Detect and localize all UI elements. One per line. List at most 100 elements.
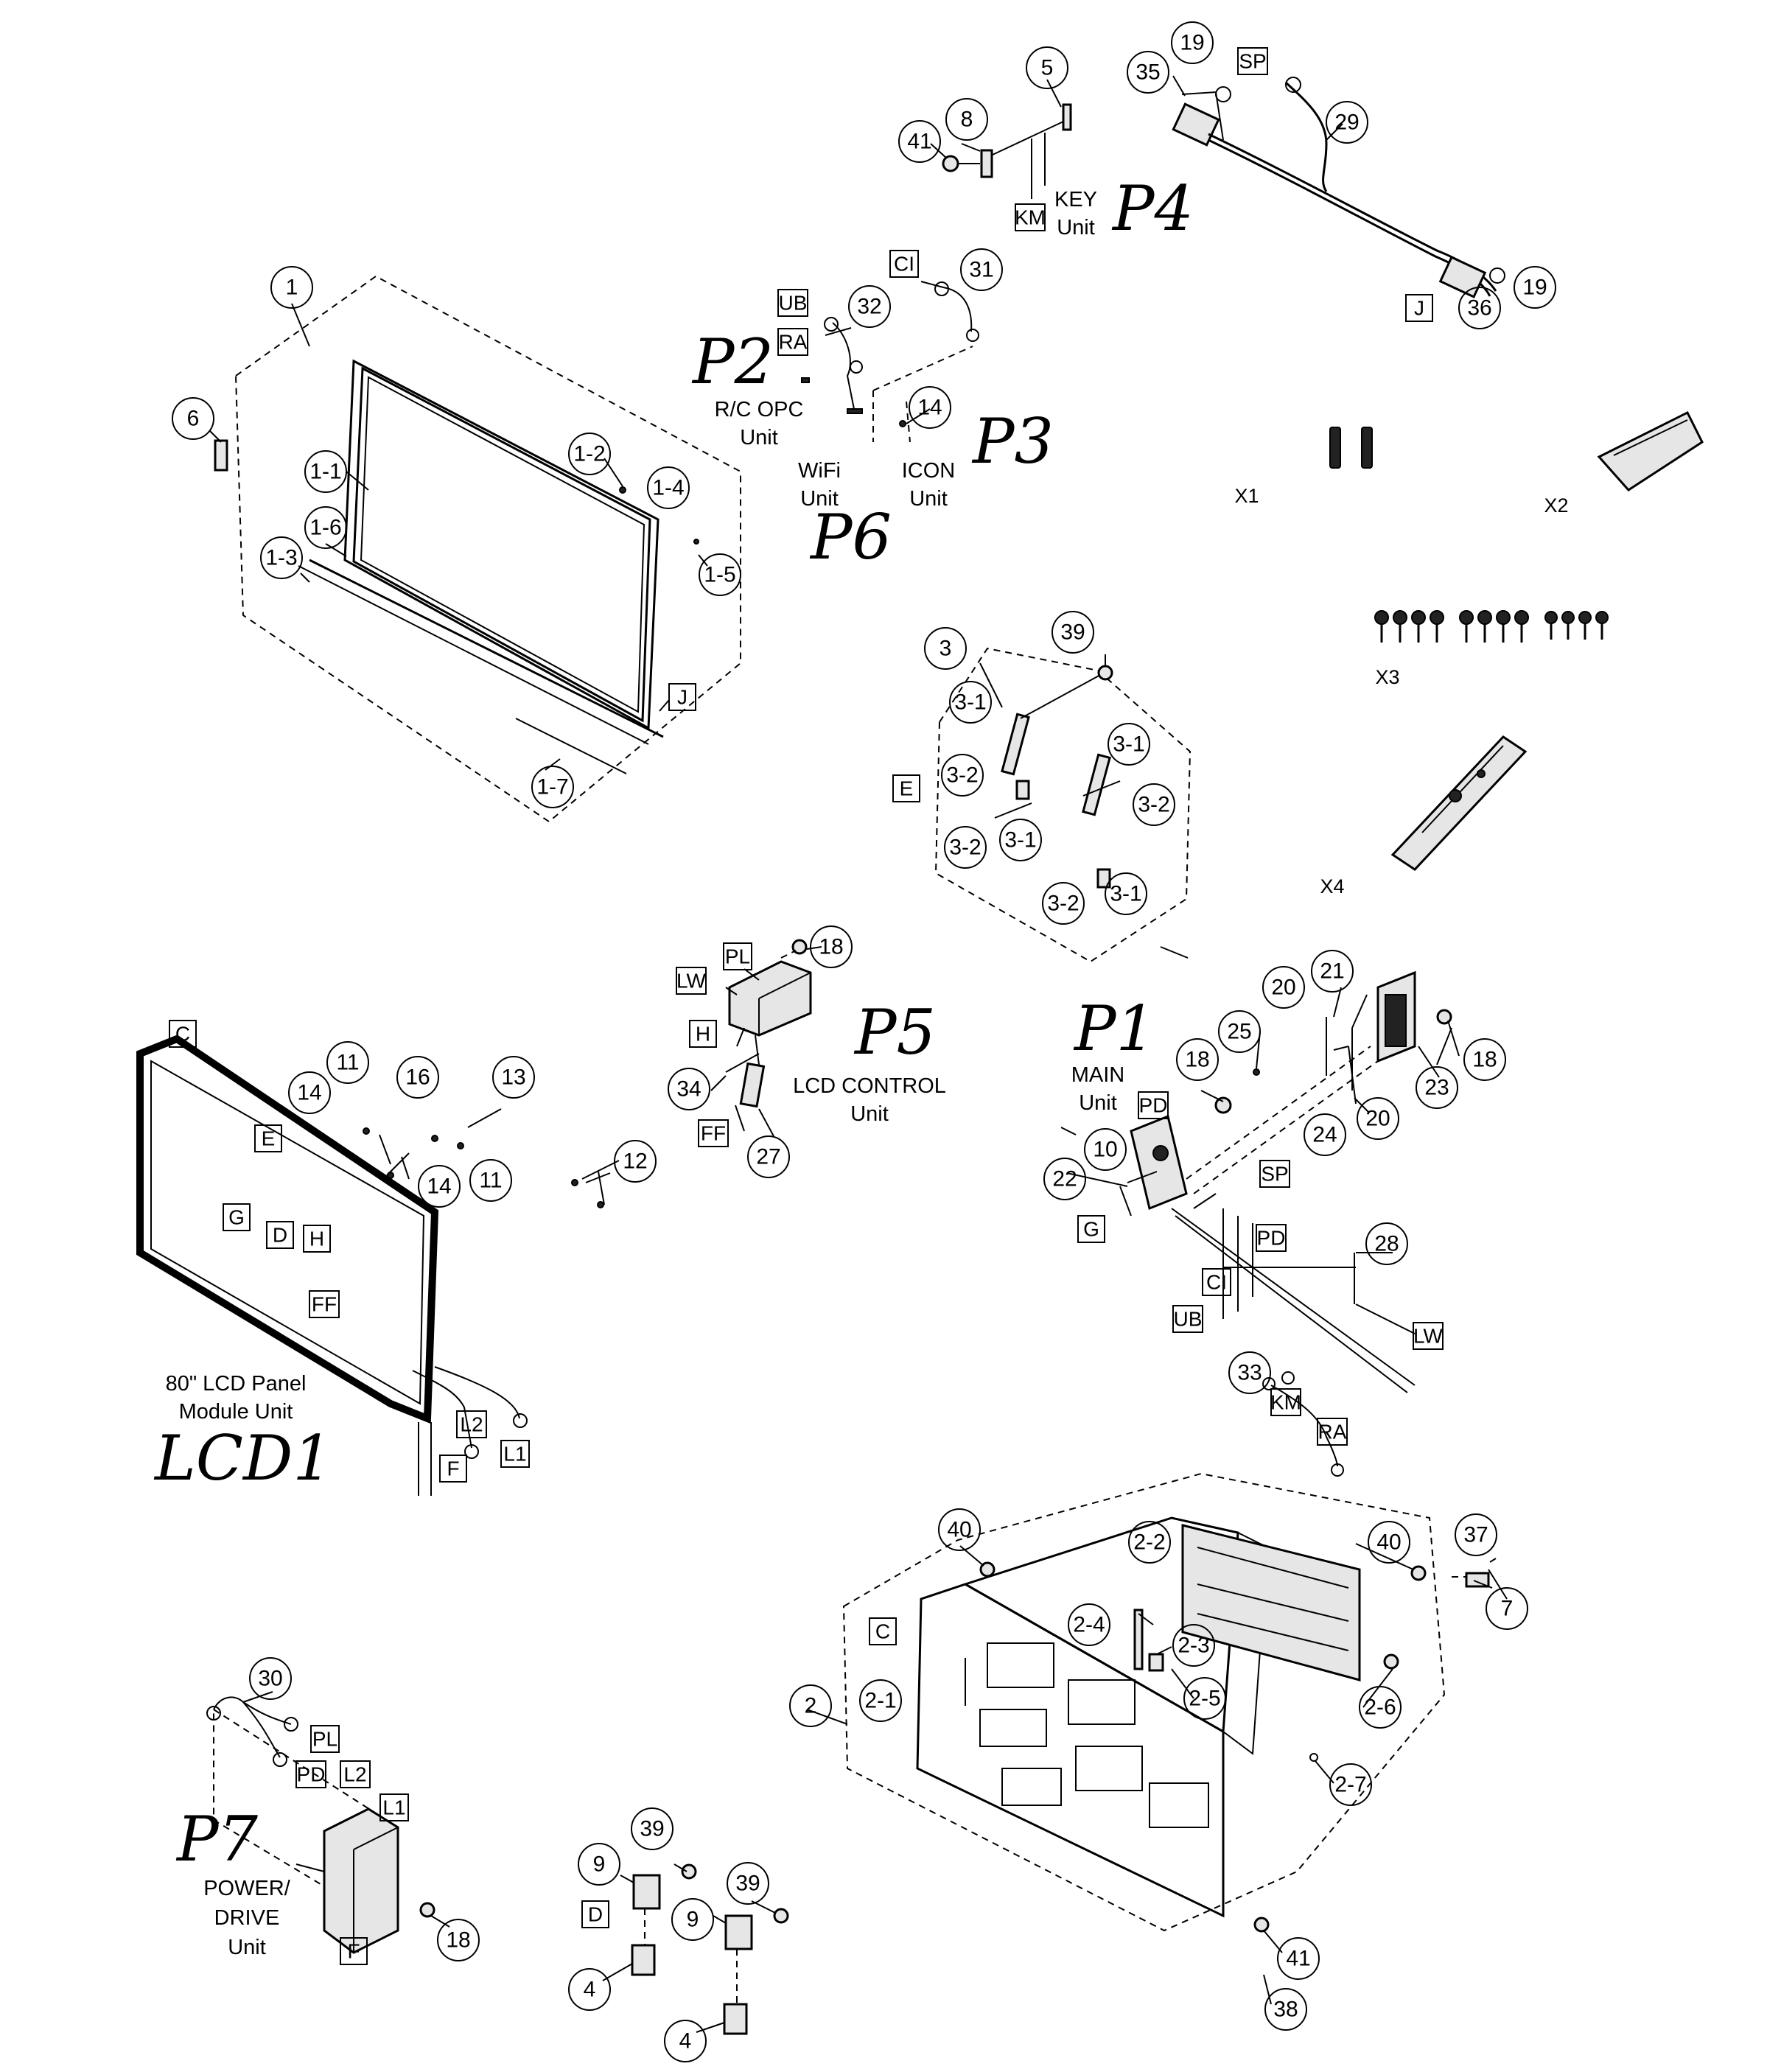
callout-label: 20	[1271, 976, 1295, 1000]
connector-g-panel: G	[223, 1203, 251, 1231]
callout-label: 14	[917, 396, 942, 420]
connector-ub-top: UB	[777, 289, 808, 317]
connector-d-foot: D	[581, 1900, 609, 1928]
callout-41-top: 41	[898, 120, 941, 163]
callout-41-bottom: 41	[1277, 1937, 1320, 1980]
callout-label: 33	[1237, 1361, 1262, 1385]
handwritten-p2: P2	[691, 326, 774, 398]
callout-14-top: 14	[909, 386, 951, 429]
callout-label: 25	[1227, 1020, 1251, 1044]
callout-1: 1	[270, 266, 313, 309]
callout-label: 40	[1376, 1530, 1401, 1555]
accessory-x1-part-a	[1329, 427, 1341, 469]
callout-14-a: 14	[288, 1071, 331, 1114]
icon-unit-label-2: Unit	[909, 487, 948, 511]
rc-opc-unit-label: R/C OPC	[715, 398, 804, 421]
callout-label: 30	[258, 1667, 282, 1691]
callout-label: 37	[1463, 1523, 1488, 1547]
callout-label: 40	[947, 1518, 971, 1542]
screw-41	[942, 155, 959, 172]
connector-h-panel: H	[303, 1225, 331, 1253]
callout-38: 38	[1264, 1988, 1307, 2031]
callout-8: 8	[945, 98, 988, 141]
main-unit-label-2: Unit	[1079, 1091, 1117, 1115]
callout-label: 39	[640, 1817, 664, 1841]
icon-unit-label: ICON	[902, 459, 956, 483]
callout-label: 11	[336, 1051, 359, 1075]
callout-label: 39	[1060, 620, 1085, 645]
callout-21: 21	[1311, 950, 1354, 993]
handwritten-p7: P7	[175, 1803, 259, 1875]
callout-label: 3-1	[954, 690, 986, 715]
callout-label: 2-5	[1189, 1687, 1220, 1711]
callout-label: 3	[940, 637, 952, 661]
callout-label: 4	[679, 2029, 692, 2054]
callout-18-power: 18	[437, 1919, 480, 1961]
callout-2-3: 2-3	[1172, 1624, 1215, 1667]
callout-10: 10	[1084, 1128, 1127, 1171]
connector-label: J	[677, 686, 687, 709]
callout-25: 25	[1218, 1010, 1261, 1053]
callout-3-2-d: 3-2	[1042, 882, 1085, 925]
accessories	[1329, 410, 1704, 871]
callout-3-1-c: 3-1	[999, 819, 1042, 861]
callout-1-5: 1-5	[699, 553, 741, 596]
connector-label: PL	[312, 1728, 337, 1751]
callout-3: 3	[924, 627, 967, 670]
part-6-bracket	[214, 439, 228, 472]
callout-40-b: 40	[1368, 1521, 1410, 1564]
callout-label: 2-1	[864, 1689, 896, 1713]
callout-35: 35	[1127, 51, 1169, 94]
connector-ff-p5: FF	[698, 1119, 729, 1147]
callout-label: 1	[286, 276, 298, 300]
connector-pl-power: PL	[310, 1725, 340, 1753]
connector-l1-panel: L1	[500, 1440, 530, 1468]
callout-9-b: 9	[671, 1898, 714, 1941]
connector-ub-main: UB	[1172, 1305, 1203, 1333]
callout-33: 33	[1228, 1351, 1271, 1394]
connector-labels: SP KM CI UB RA J J E LW PL H FF C E G D …	[169, 47, 1444, 1965]
connector-d-panel: D	[266, 1221, 294, 1249]
callout-16: 16	[396, 1056, 439, 1099]
connector-sp-top: SP	[1237, 47, 1268, 75]
stand-feet	[631, 1863, 789, 2035]
connector-label: KM	[1015, 206, 1046, 229]
callout-3-2-a: 3-2	[941, 754, 984, 797]
callout-label: 28	[1374, 1232, 1399, 1256]
callout-39-b: 39	[727, 1862, 769, 1905]
front-bezel-assembly	[214, 275, 741, 823]
accessory-x2-label: X2	[1544, 494, 1568, 517]
connector-e-bracket: E	[892, 774, 920, 802]
connector-label: D	[273, 1224, 287, 1247]
callout-3-1-a: 3-1	[949, 681, 992, 724]
connector-label: SP	[1261, 1163, 1288, 1186]
callout-label: 22	[1052, 1167, 1077, 1191]
connector-ra-top: RA	[777, 328, 808, 356]
connector-label: KM	[1270, 1391, 1301, 1414]
callout-label: 34	[676, 1077, 701, 1102]
callout-label: 16	[405, 1065, 430, 1090]
callout-19-top: 19	[1171, 21, 1214, 64]
lcd-control-unit	[725, 939, 812, 1132]
power-drive-unit	[206, 1696, 435, 1954]
callout-label: 2-3	[1178, 1634, 1209, 1658]
accessory-x4-remote-control	[1390, 735, 1528, 871]
connector-label: L1	[382, 1796, 405, 1819]
connector-pd-main: PD	[1256, 1224, 1287, 1252]
main-unit	[1119, 970, 1452, 1477]
connector-g-main: G	[1077, 1215, 1105, 1243]
callout-30: 30	[249, 1657, 292, 1700]
connector-label: PD	[1139, 1094, 1168, 1117]
connector-lw-p5: LW	[676, 967, 707, 995]
panel-unit-label-2: Module Unit	[179, 1400, 293, 1424]
connector-label: L2	[460, 1413, 483, 1436]
connector-label: H	[696, 1023, 710, 1046]
connector-label: J	[1414, 297, 1424, 320]
callout-20-a: 20	[1262, 966, 1305, 1009]
connector-label: CI	[1206, 1271, 1227, 1294]
callout-18-right: 18	[1463, 1038, 1506, 1081]
connector-label: D	[588, 1903, 603, 1926]
callout-label: 14	[427, 1175, 451, 1199]
connector-l2-panel: L2	[456, 1410, 487, 1438]
callout-12: 12	[614, 1140, 657, 1183]
